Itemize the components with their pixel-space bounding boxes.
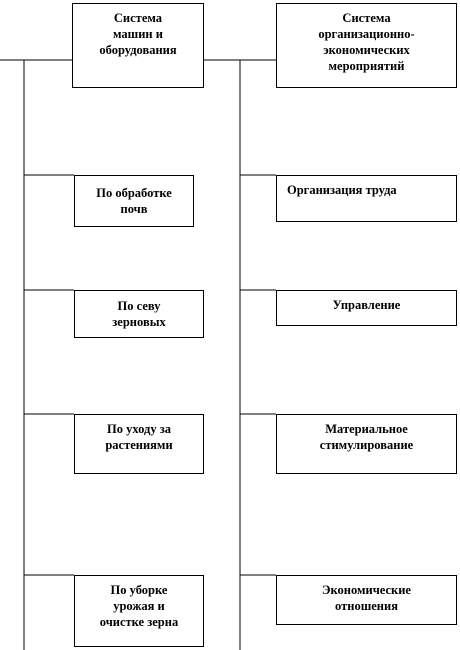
right-header-box: Система организационно- экономических ме… (276, 3, 457, 88)
right-item-3-label: Материальное стимулирование (319, 422, 414, 452)
right-item-2-label: Управление (332, 298, 401, 312)
left-item-3-box: По уходу за растениями (74, 414, 204, 474)
right-item-3-box: Материальное стимулирование (276, 414, 457, 474)
right-item-4-label: Экономические отношения (322, 583, 411, 613)
right-header-label: Система организационно- экономических ме… (318, 11, 415, 73)
left-item-4-label: По уборке урожая и очистке зерна (99, 583, 179, 629)
left-header-label: Система машин и оборудования (99, 11, 177, 57)
left-item-3-label: По уходу за растениями (105, 422, 173, 452)
left-header-box: Система машин и оборудования (72, 3, 204, 88)
right-item-4-box: Экономические отношения (276, 575, 457, 625)
right-item-2-box: Управление (276, 290, 457, 326)
left-item-1-box: По обработке почв (74, 175, 194, 227)
left-item-2-label: По севу зерновых (112, 299, 166, 329)
right-item-1-label: Организация труда (287, 183, 397, 197)
left-item-4-box: По уборке урожая и очистке зерна (74, 575, 204, 647)
left-item-2-box: По севу зерновых (74, 290, 204, 338)
left-item-1-label: По обработке почв (96, 186, 172, 216)
right-item-1-box: Организация труда (276, 175, 457, 222)
